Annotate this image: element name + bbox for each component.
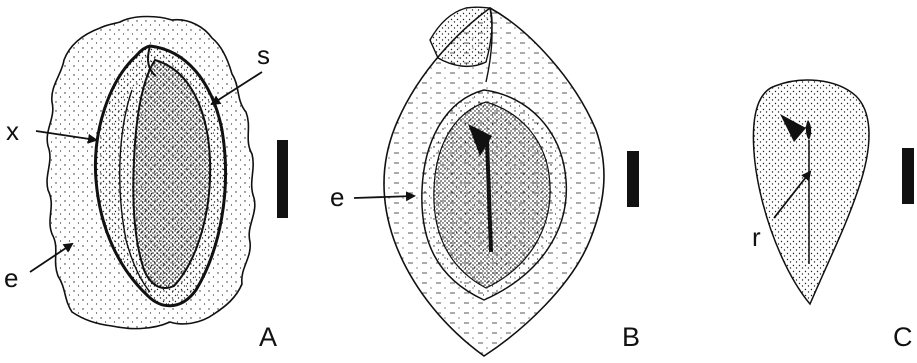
panel-b-scale-bar [627, 151, 639, 207]
panel-c-scale-bar [902, 148, 914, 204]
panel-c-outline [753, 80, 869, 304]
panel-a-label-s: s [257, 40, 270, 70]
panel-c-letter: C [893, 322, 913, 352]
panel-c: r C [752, 80, 914, 352]
panel-b: e B [330, 7, 640, 356]
panel-b-letter: B [622, 322, 640, 352]
panel-b-crest [430, 7, 492, 66]
panel-b-label-e: e [330, 182, 344, 212]
panel-a-letter: A [259, 322, 277, 352]
panel-a-label-e: e [4, 263, 18, 293]
panel-a-scale-bar [277, 140, 288, 218]
panel-a-label-x: x [6, 116, 19, 146]
panel-c-label-r: r [752, 222, 761, 252]
panel-a: s x e A [4, 17, 288, 353]
